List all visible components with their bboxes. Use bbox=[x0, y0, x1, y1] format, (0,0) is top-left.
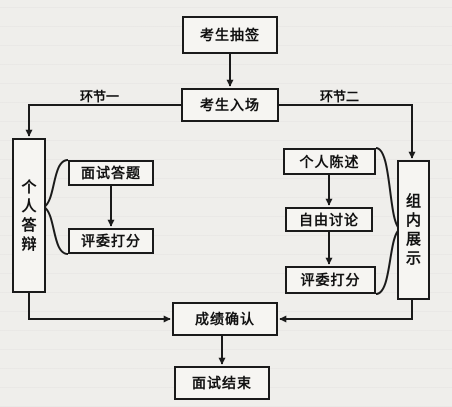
personal-statement-text: 个人陈述 bbox=[299, 154, 360, 171]
group-presentation-char-1: 组 bbox=[405, 192, 421, 210]
segment-one-label: 环节一 bbox=[80, 90, 120, 105]
arrow-defense-to-confirm bbox=[28, 293, 171, 323]
group-presentation-box: 组内展示 bbox=[397, 160, 430, 300]
judges-score-1-box: 评委打分 bbox=[68, 228, 154, 254]
arrow-presentation-to-confirm bbox=[279, 300, 413, 323]
free-discussion-text: 自由讨论 bbox=[299, 212, 359, 229]
individual-defense-char-1: 个 bbox=[21, 177, 37, 196]
group-presentation-char-2: 内 bbox=[405, 211, 421, 229]
interview-end-text: 面试结束 bbox=[192, 376, 252, 392]
interview-questions-text: 面试答题 bbox=[81, 166, 141, 182]
confirm-score-box: 成绩确认 bbox=[172, 302, 278, 336]
interview-end-box: 面试结束 bbox=[174, 366, 270, 400]
enter-room-box: 考生入场 bbox=[181, 88, 279, 122]
individual-defense-char-3: 答 bbox=[21, 215, 37, 234]
left-brace bbox=[42, 159, 69, 255]
interview-questions-box: 面试答题 bbox=[68, 160, 154, 186]
confirm-score-text: 成绩确认 bbox=[195, 312, 255, 328]
enter-room-text: 考生入场 bbox=[200, 98, 260, 114]
personal-statement-box: 个人陈述 bbox=[283, 148, 376, 175]
free-discussion-box: 自由讨论 bbox=[285, 207, 373, 232]
arrow-enter-to-defense bbox=[25, 104, 181, 137]
group-presentation-char-4: 示 bbox=[405, 249, 421, 267]
judges-score-1-text: 评委打分 bbox=[81, 234, 141, 250]
judges-score-2-box: 评委打分 bbox=[285, 266, 376, 294]
arrow-enter-to-presentation bbox=[279, 104, 416, 159]
segment-two-label: 环节二 bbox=[320, 90, 360, 105]
individual-defense-char-2: 人 bbox=[21, 196, 37, 215]
draw-lots-text: 考生抽签 bbox=[200, 28, 260, 44]
draw-lots-box: 考生抽签 bbox=[182, 16, 278, 54]
group-presentation-char-3: 展 bbox=[405, 230, 421, 248]
individual-defense-box: 个人答辩 bbox=[12, 138, 46, 293]
individual-defense-char-4: 辩 bbox=[21, 234, 37, 253]
judges-score-2-text: 评委打分 bbox=[300, 273, 361, 289]
